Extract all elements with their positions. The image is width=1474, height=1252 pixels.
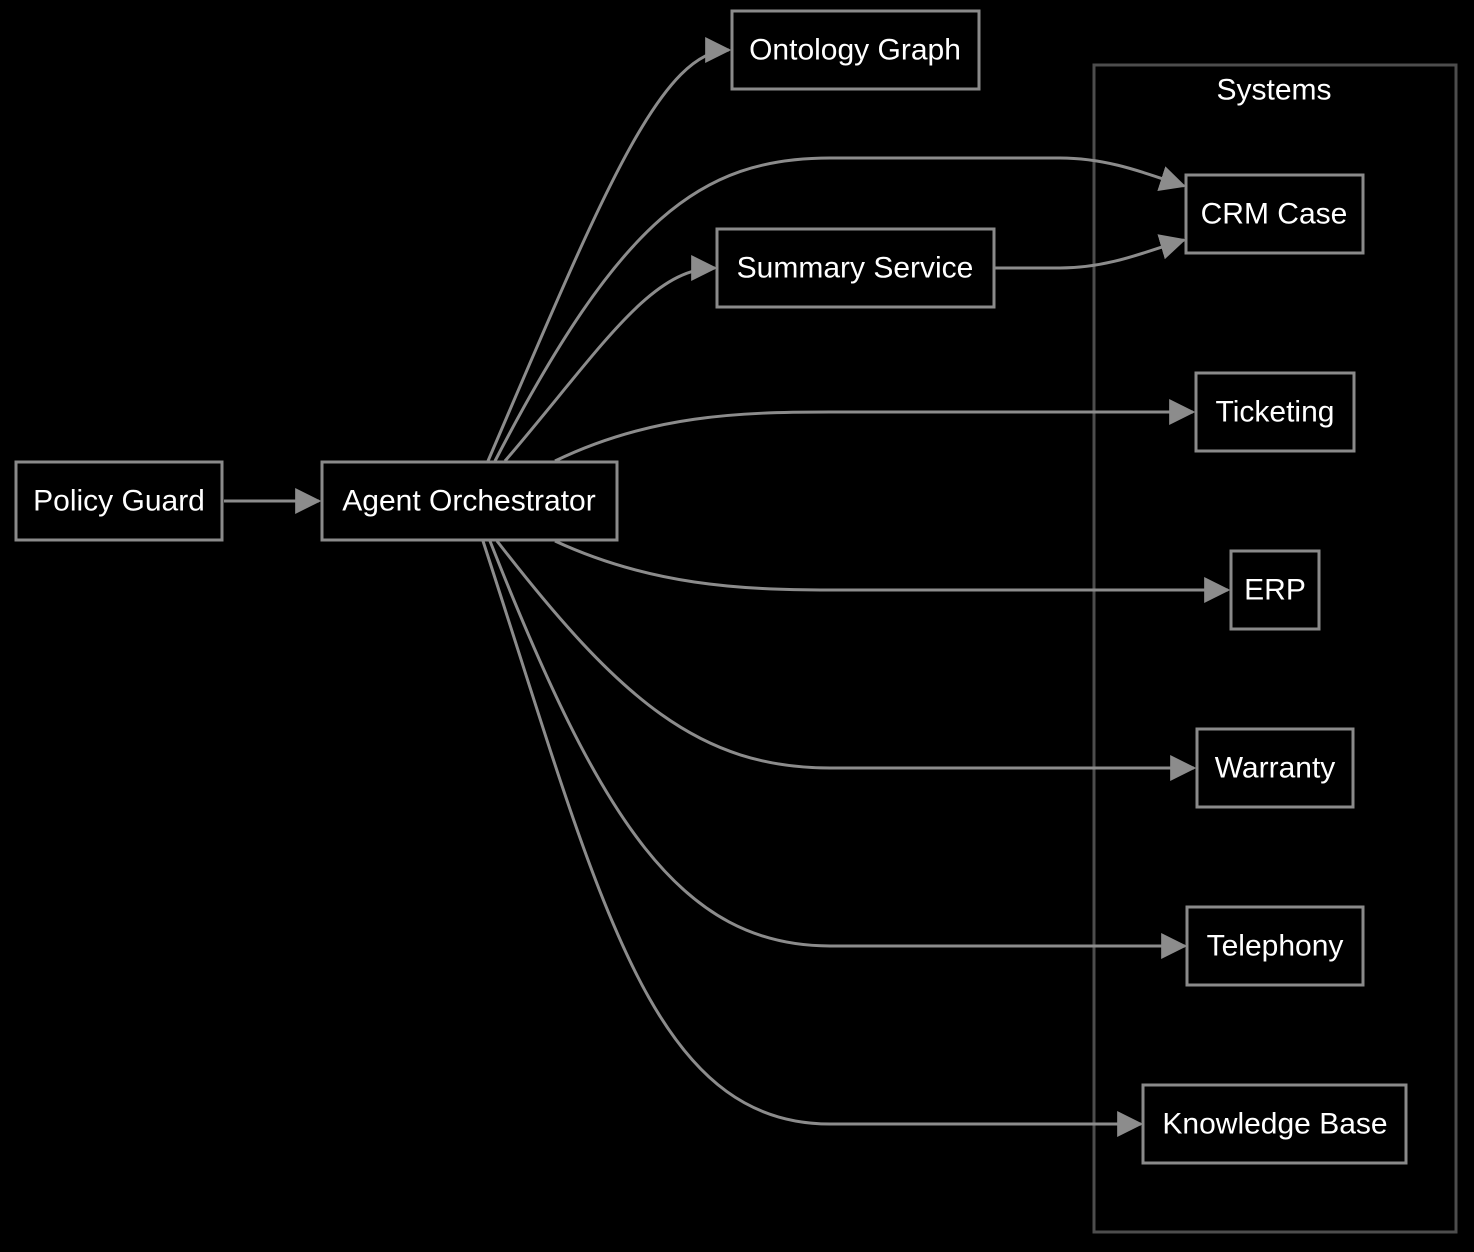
edges [224, 37, 1231, 1137]
node-knowledge-base-label: Knowledge Base [1162, 1108, 1387, 1141]
node-summary-service-box [715, 227, 996, 309]
node-ontology-graph[interactable]: Ontology Graph [730, 9, 981, 91]
systems-group: Systems [1092, 63, 1458, 1234]
systems-group-label: Systems [1216, 74, 1331, 107]
edge-agent-orchestrator-to-knowledge-base [481, 540, 1144, 1137]
edge-agent-orchestrator-to-erp [554, 539, 1231, 603]
edge-agent-orchestrator-to-telephony [488, 540, 1188, 959]
node-knowledge-base-box [1141, 1083, 1408, 1165]
node-warranty[interactable]: Warranty [1195, 727, 1355, 809]
node-warranty-label: Warranty [1215, 752, 1336, 785]
node-ticketing-label: Ticketing [1216, 396, 1335, 429]
edge-agent-orchestrator-to-warranty [495, 540, 1197, 781]
edge-agent-orchestrator-to-crm-case [493, 156, 1187, 462]
node-erp-label: ERP [1244, 574, 1306, 607]
node-agent-orchestrator-label: Agent Orchestrator [342, 485, 595, 518]
edge-agent-orchestrator-to-summary-service [503, 255, 718, 462]
node-erp-box [1229, 549, 1321, 631]
node-crm-case[interactable]: CRM Case [1184, 173, 1365, 255]
node-ticketing[interactable]: Ticketing [1194, 371, 1356, 453]
nodes: Policy Guard Agent Orchestrator Ontology… [14, 9, 1408, 1165]
node-agent-orchestrator[interactable]: Agent Orchestrator [320, 460, 619, 542]
edge-agent-orchestrator-to-ticketing [554, 399, 1196, 463]
node-ontology-graph-box [730, 9, 981, 91]
node-telephony-label: Telephony [1207, 930, 1344, 963]
node-policy-guard-label: Policy Guard [33, 485, 205, 518]
node-policy-guard[interactable]: Policy Guard [14, 460, 224, 542]
systems-group-border [1092, 63, 1458, 1234]
node-policy-guard-box [14, 460, 224, 542]
node-crm-case-label: CRM Case [1201, 198, 1348, 231]
node-ticketing-box [1194, 371, 1356, 453]
node-erp[interactable]: ERP [1229, 549, 1321, 631]
node-crm-case-box [1184, 173, 1365, 255]
node-ontology-graph-label: Ontology Graph [749, 34, 961, 67]
node-knowledge-base[interactable]: Knowledge Base [1141, 1083, 1408, 1165]
node-warranty-box [1195, 727, 1355, 809]
edge-summary-service-to-crm-case [995, 234, 1187, 270]
edge-agent-orchestrator-to-ontology-graph [486, 37, 732, 462]
node-summary-service[interactable]: Summary Service [715, 227, 996, 309]
node-telephony[interactable]: Telephony [1185, 905, 1365, 987]
node-agent-orchestrator-box [320, 460, 619, 542]
node-telephony-box [1185, 905, 1365, 987]
node-summary-service-label: Summary Service [737, 252, 974, 285]
